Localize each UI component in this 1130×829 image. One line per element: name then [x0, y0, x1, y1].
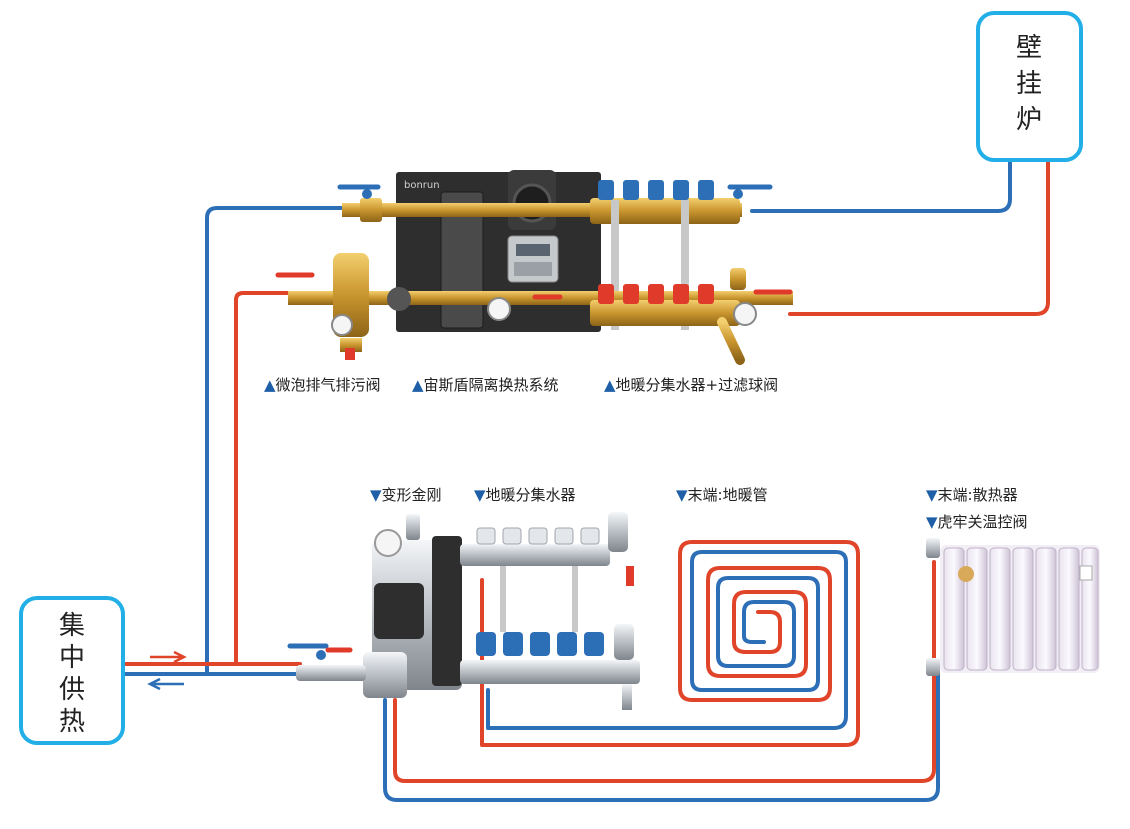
central-heating-char-3: 供 [59, 675, 85, 705]
mixing-manifold-unit [287, 512, 640, 710]
radiator-label-tag [1079, 565, 1093, 581]
manifold-return-bar [460, 660, 640, 684]
pipe-floor-return-feed [486, 550, 848, 730]
central-heating-box: 集 中 供 热 [19, 596, 125, 745]
caption-marker: ▼ [474, 486, 486, 504]
pipe-radiator-return-loop [383, 666, 940, 802]
caption-manifold: ▼地暖分集水器 [474, 486, 576, 504]
supply-flow-arrow [150, 650, 187, 664]
pipe-floor-supply-feed [480, 540, 860, 747]
filter-ball-valve [717, 317, 745, 365]
pipe-radiator-supply-loop [393, 560, 936, 783]
caption-text: 地暖分集水器+过滤球阀 [616, 376, 779, 394]
brand-mark: bonrun [404, 180, 440, 191]
mixing-pressure-gauge [374, 529, 402, 557]
caption-manifold-filter: ▲地暖分集水器+过滤球阀 [604, 376, 778, 394]
bottom-manifold-red-caps [598, 284, 714, 304]
isolation-unit-gauge [487, 297, 511, 321]
pipe-central-return-up [123, 206, 347, 676]
caption-text: 末端:地暖管 [688, 486, 768, 504]
wall-boiler-char-1: 壁 [1016, 33, 1042, 63]
bottom-captions: ▼变形金刚 ▼地暖分集水器 ▼末端:地暖管 ▼末端:散热器 ▼虎牢关温控阀 [370, 486, 1028, 531]
top-captions: ▲微泡排气排污阀 ▲宙斯盾隔离换热系统 ▲地暖分集水器+过滤球阀 [264, 376, 778, 394]
isolation-heat-exchange-unit: bonrun [275, 170, 793, 365]
caption-marker: ▼ [370, 486, 382, 504]
wall-boiler-char-2: 挂 [1016, 69, 1042, 99]
caption-air-dirt-valve: ▲微泡排气排污阀 [264, 376, 381, 394]
caption-text: 末端:散热器 [938, 486, 1018, 504]
mixing-valve-block [363, 652, 407, 698]
thermostatic-valve-top [926, 538, 940, 558]
caption-text: 微泡排气排污阀 [276, 376, 381, 394]
caption-text: 宙斯盾隔离换热系统 [424, 376, 559, 394]
top-manifold-blue-caps [598, 180, 714, 200]
manifold-blue-caps [476, 632, 604, 656]
wall-boiler-box: 壁 挂 炉 [976, 11, 1083, 162]
radiator-fins [943, 547, 1099, 671]
flow-arrows [147, 650, 187, 691]
caption-marker: ▲ [412, 376, 424, 394]
caption-text: 地暖分集水器 [486, 486, 576, 504]
wall-boiler-char-3: 炉 [1016, 105, 1042, 135]
central-heating-char-2: 中 [59, 643, 85, 673]
pipe-boiler-supply [788, 158, 1050, 316]
thermostatic-valve-bottom [926, 658, 940, 676]
pipe-central-supply-up [123, 291, 297, 666]
caption-marker: ▼ [926, 513, 938, 531]
central-heating-char-1: 集 [59, 611, 85, 641]
caption-marker: ▼ [676, 486, 688, 504]
caption-thermostatic-valve: ▼虎牢关温控阀 [926, 513, 1028, 531]
caption-isolation-system: ▲宙斯盾隔离换热系统 [412, 376, 559, 394]
caption-marker: ▲ [604, 376, 616, 394]
central-heating-char-4: 热 [59, 707, 85, 737]
return-flow-arrow [147, 677, 184, 691]
caption-text: 变形金刚 [382, 486, 442, 504]
pipe-network [123, 158, 1050, 802]
radiator-emblem-icon [958, 566, 974, 582]
mixing-pump [374, 583, 424, 639]
radiator [926, 538, 1100, 676]
caption-marker: ▼ [926, 486, 938, 504]
manifold-pressure-gauge [733, 302, 757, 326]
manifold-supply-bar [460, 544, 610, 566]
caption-mixer: ▼变形金刚 [370, 486, 442, 504]
separator-pressure-gauge [331, 314, 353, 336]
caption-text: 虎牢关温控阀 [938, 513, 1028, 531]
caption-radiator: ▼末端:散热器 [926, 486, 1018, 504]
pipe-boiler-return [750, 158, 1012, 213]
caption-marker: ▲ [264, 376, 276, 394]
caption-floor-pipe: ▼末端:地暖管 [676, 486, 768, 504]
